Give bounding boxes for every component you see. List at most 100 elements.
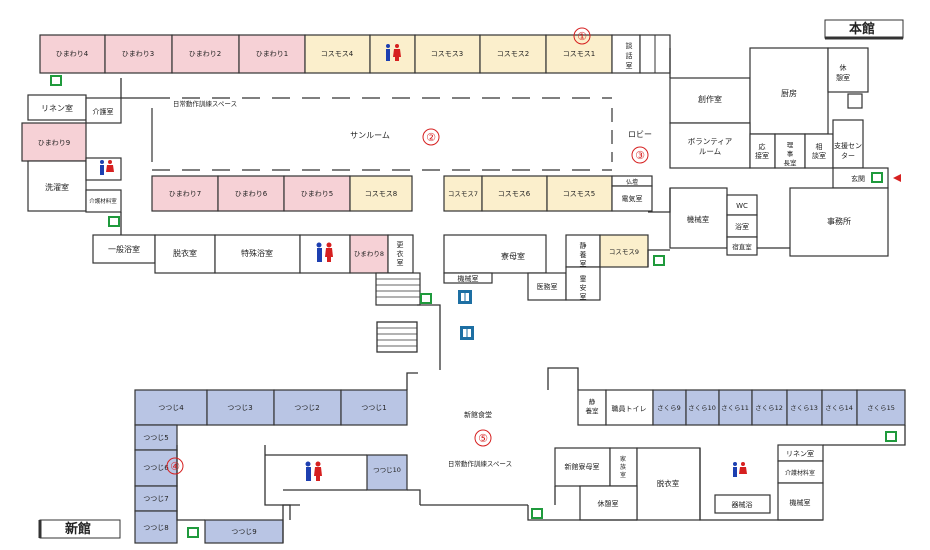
room-himawari4 bbox=[39, 34, 106, 74]
svg-text:つつじ7: つつじ7 bbox=[143, 495, 168, 503]
svg-text:新館食堂: 新館食堂 bbox=[464, 410, 492, 419]
label-koui: 更衣室 bbox=[397, 241, 404, 267]
room-himawari5 bbox=[283, 175, 351, 212]
svg-text:一般浴室: 一般浴室 bbox=[108, 244, 140, 254]
svg-text:脱衣室: 脱衣室 bbox=[173, 248, 197, 258]
room-cosmos6 bbox=[481, 175, 548, 212]
svg-text:つつじ9: つつじ9 bbox=[231, 528, 256, 536]
svg-text:厨房: 厨房 bbox=[781, 88, 797, 98]
label-kazoku: 家族室 bbox=[620, 455, 626, 479]
restroom-icon bbox=[305, 461, 322, 481]
svg-text:ひまわり5: ひまわり5 bbox=[301, 190, 333, 198]
svg-text:新館寮母室: 新館寮母室 bbox=[565, 462, 600, 471]
room-jimusho bbox=[789, 187, 889, 257]
room-kyukei bbox=[827, 47, 869, 93]
room-ryobo bbox=[443, 234, 547, 274]
room-himawari2 bbox=[171, 34, 240, 74]
room-kikai-main-small bbox=[443, 272, 493, 284]
emergency-exit-icon bbox=[653, 255, 665, 266]
room-kaigo-zairyo-main bbox=[85, 189, 122, 213]
svg-text:機械室: 機械室 bbox=[458, 274, 479, 283]
svg-text:医務室: 医務室 bbox=[537, 282, 558, 291]
restroom-bath bbox=[299, 234, 351, 274]
new-left-rooms: つつじ4 つつじ3 つつじ2 つつじ1 つつじ5 つつじ6 つつじ7 つつじ8 … bbox=[134, 389, 408, 544]
main-central-space: 日常動作訓練スペース サンルーム ロビー bbox=[151, 97, 652, 171]
svg-text:さくら15: さくら15 bbox=[867, 404, 895, 412]
svg-text:さくら12: さくら12 bbox=[755, 404, 783, 412]
svg-text:つつじ3: つつじ3 bbox=[227, 404, 252, 412]
svg-text:コスモス6: コスモス6 bbox=[498, 190, 531, 198]
room-tokushu-yoku bbox=[214, 234, 301, 274]
svg-text:ひまわり8: ひまわり8 bbox=[354, 250, 384, 258]
label-sodan: 相談室 bbox=[812, 142, 826, 160]
room-datsui-new bbox=[636, 447, 701, 521]
room-reian bbox=[565, 266, 601, 301]
room-cosmos1 bbox=[545, 34, 613, 74]
new-building-label: 新館 bbox=[38, 519, 121, 539]
svg-text:ひまわり6: ひまわり6 bbox=[235, 190, 268, 198]
room-ippan-yoku bbox=[92, 234, 156, 264]
room-tsutsuji10 bbox=[366, 454, 408, 491]
stairs-main bbox=[375, 272, 421, 306]
svg-text:④: ④ bbox=[170, 460, 180, 473]
marker-5: ⑤ bbox=[474, 429, 492, 447]
svg-text:さくら11: さくら11 bbox=[721, 404, 749, 412]
svg-text:介護材料室: 介護材料室 bbox=[785, 469, 815, 477]
restroom-main-top bbox=[369, 34, 416, 74]
room-himawari8 bbox=[349, 234, 389, 274]
room-shokuin-toilet bbox=[605, 389, 654, 426]
svg-text:浴室: 浴室 bbox=[735, 222, 749, 231]
entrance-arrow-icon bbox=[893, 174, 901, 182]
svg-text:つつじ6: つつじ6 bbox=[143, 464, 169, 472]
svg-text:日常動作訓練スペース: 日常動作訓練スペース bbox=[173, 99, 237, 108]
svg-text:つつじ10: つつじ10 bbox=[373, 466, 401, 474]
room-danwa bbox=[611, 34, 641, 74]
svg-text:コスモス5: コスモス5 bbox=[563, 190, 595, 198]
room-kaigo-main bbox=[85, 97, 122, 124]
room-sakura15 bbox=[856, 389, 906, 426]
room-sakura12 bbox=[751, 389, 788, 426]
svg-text:ひまわり9: ひまわり9 bbox=[38, 139, 70, 147]
svg-text:寮母室: 寮母室 bbox=[501, 251, 525, 261]
label-osetsu: 応接室 bbox=[755, 142, 769, 160]
svg-text:コスモス2: コスモス2 bbox=[497, 50, 529, 58]
new-inner-walls bbox=[176, 304, 441, 543]
svg-text:コスモス7: コスモス7 bbox=[448, 190, 478, 198]
main-outline bbox=[120, 48, 790, 267]
room-datsui-main bbox=[154, 234, 216, 274]
room-cosmos2 bbox=[479, 34, 547, 74]
restroom-icon bbox=[733, 462, 747, 477]
svg-text:ひまわり1: ひまわり1 bbox=[256, 50, 288, 58]
label-rijicho: 理事長室 bbox=[784, 141, 798, 167]
emergency-exit-icon bbox=[50, 75, 62, 86]
room-shizuyo-new bbox=[577, 389, 607, 426]
svg-text:さくら13: さくら13 bbox=[790, 404, 818, 412]
svg-text:仏壇: 仏壇 bbox=[626, 178, 638, 186]
room-cosmos9 bbox=[599, 234, 649, 268]
main-building-label: 本館 bbox=[824, 19, 904, 40]
room-osetsu bbox=[749, 133, 776, 169]
svg-text:ひまわり3: ひまわり3 bbox=[122, 50, 154, 58]
room-himawari3 bbox=[104, 34, 173, 74]
svg-text:玄関: 玄関 bbox=[851, 174, 865, 183]
room-sodan bbox=[804, 133, 834, 169]
svg-text:①: ① bbox=[577, 30, 587, 43]
main-middle-rooms: ひまわり7 ひまわり6 ひまわり5 コスモス8 コスモス7 コスモス6 コスモス… bbox=[151, 175, 653, 212]
svg-text:機械室: 機械室 bbox=[687, 214, 710, 224]
room-kikai-main bbox=[669, 187, 728, 249]
marker-3: ③ bbox=[631, 146, 649, 164]
main-left-wing: リネン室 介護室 ひまわり9 洗濯室 介護材料室 bbox=[21, 94, 122, 213]
svg-text:ロビー: ロビー bbox=[628, 130, 652, 139]
svg-text:コスモス9: コスモス9 bbox=[609, 248, 639, 256]
marker-1: ① bbox=[573, 27, 591, 45]
svg-text:③: ③ bbox=[635, 149, 645, 162]
room-cosmos7 bbox=[443, 175, 483, 212]
room-denki bbox=[611, 185, 653, 212]
room-chubo bbox=[749, 47, 829, 135]
svg-text:創作室: 創作室 bbox=[698, 94, 722, 104]
room-himawari1 bbox=[238, 34, 306, 74]
svg-text:⑤: ⑤ bbox=[478, 432, 488, 445]
room-cosmos8 bbox=[349, 175, 413, 212]
svg-text:②: ② bbox=[426, 131, 436, 144]
